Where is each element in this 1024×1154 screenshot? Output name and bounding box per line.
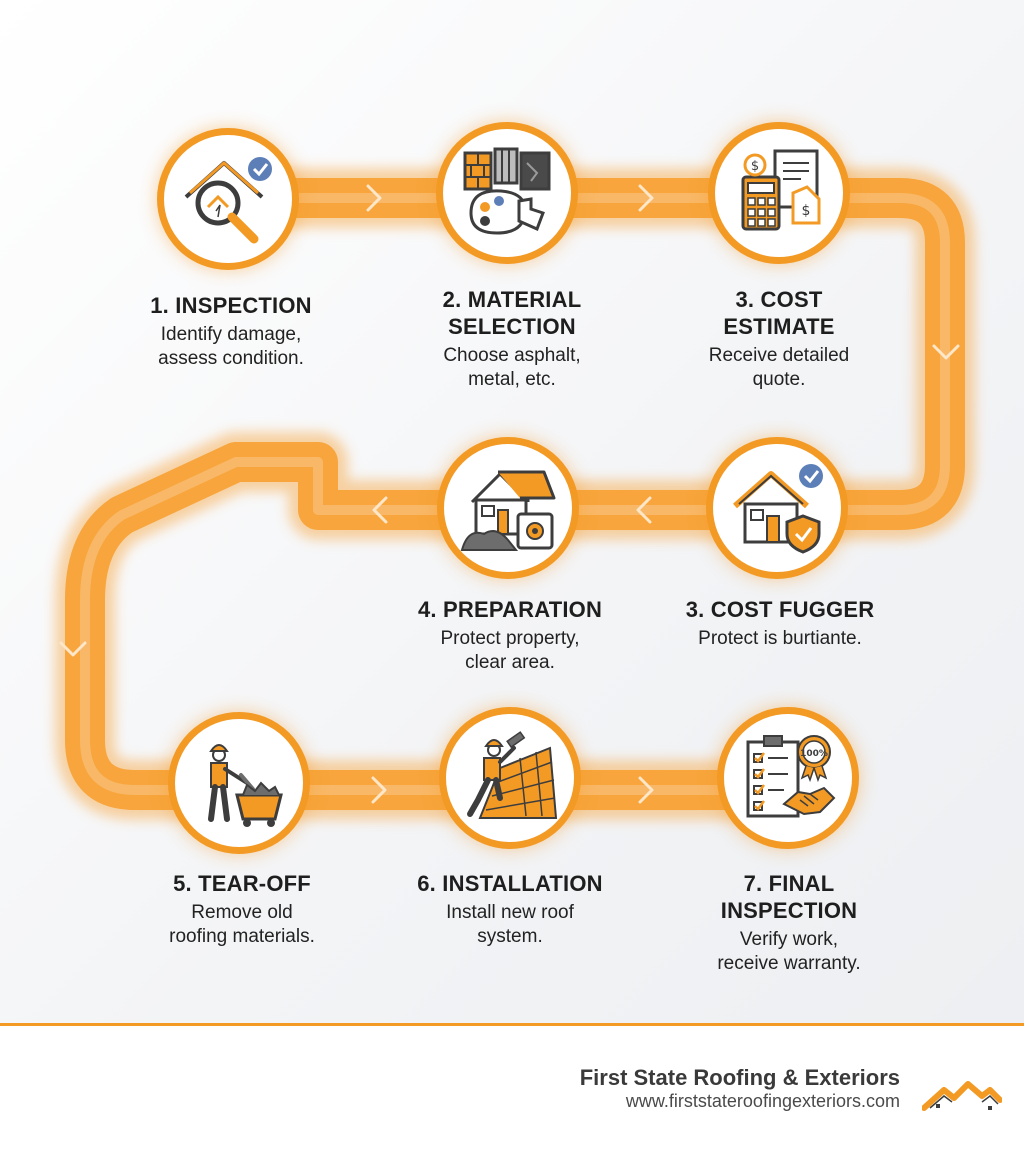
- step-cost-fugger-title: 3. COST FUGGER: [685, 597, 875, 622]
- house-shield-icon: [733, 464, 823, 554]
- chevron-right-icon: [371, 776, 387, 804]
- step-5-text: 5. TEAR-OFF Remove old roofing materials…: [127, 870, 357, 949]
- step-5-title: 5. TEAR-OFF: [173, 871, 311, 896]
- step-cost-fugger-circle: [706, 437, 848, 579]
- step-4-text: 4. PREPARATION Protect property, clear a…: [395, 596, 625, 675]
- step-cost-fugger-text: 3. COST FUGGER Protect is burtiante.: [665, 596, 895, 651]
- step-2-text: 2. MATERIAL SELECTION Choose asphalt, me…: [397, 286, 627, 392]
- roofer-hammer-icon: [467, 731, 558, 819]
- step-3-text: 3. COST ESTIMATE Receive detailed quote.: [664, 286, 894, 392]
- step-6-text: 6. INSTALLATION Install new roof system.: [395, 870, 625, 949]
- footer-divider: [0, 1023, 1024, 1026]
- step-1-description: Identify damage, assess condition.: [158, 324, 304, 369]
- step-4-circle: [437, 437, 579, 579]
- warranty-badge-text: 100%: [800, 749, 828, 759]
- step-2-description: Choose asphalt, metal, etc.: [443, 345, 581, 390]
- step-7-text: 7. FINAL INSPECTION Verify work, receive…: [674, 870, 904, 976]
- footer: First State Roofing & Exteriors www.firs…: [0, 1026, 1024, 1154]
- house-magnifier-icon: [184, 157, 272, 244]
- process-flow-path: [55, 168, 975, 820]
- step-7-title: 7. FINAL INSPECTION: [720, 871, 858, 923]
- step-7-description: Verify work, receive warranty.: [717, 929, 861, 974]
- step-3-circle: $ $: [708, 122, 850, 264]
- step-3-title: 3. COST ESTIMATE: [723, 287, 835, 339]
- chevron-right-icon: [638, 184, 654, 212]
- step-6-description: Install new roof system.: [446, 902, 574, 947]
- company-url[interactable]: www.firststateroofingexteriors.com: [625, 1091, 900, 1111]
- chevron-right-icon: [366, 184, 382, 212]
- checklist-handshake-icon: 100%: [746, 735, 836, 818]
- house-safe-icon: [460, 470, 556, 551]
- step-1-title: 1. INSPECTION: [150, 293, 312, 318]
- chevron-right-icon: [638, 776, 654, 804]
- step-4-description: Protect property, clear area.: [440, 628, 580, 673]
- calculator-quote-icon: $ $: [741, 149, 821, 231]
- chevron-left-icon: [636, 496, 652, 524]
- svg-text:$: $: [751, 159, 759, 174]
- step-1-text: 1. INSPECTION Identify damage, assess co…: [116, 292, 346, 371]
- step-7-circle: 100%: [717, 707, 859, 849]
- roof-logo-icon: [922, 1081, 1002, 1111]
- company-name: First State Roofing & Exteriors: [579, 1065, 900, 1090]
- svg-text:$: $: [802, 203, 811, 219]
- step-5-circle: [168, 712, 310, 854]
- worker-dumpster-icon: [208, 744, 283, 827]
- step-6-circle: [439, 707, 581, 849]
- step-2-circle: [436, 122, 578, 264]
- chevron-down-icon: [932, 344, 960, 360]
- step-6-title: 6. INSTALLATION: [417, 871, 603, 896]
- step-1-circle: [157, 128, 299, 270]
- step-3-description: Receive detailed quote.: [708, 345, 850, 390]
- chevron-down-icon: [59, 641, 87, 657]
- step-2-title: 2. MATERIAL SELECTION: [442, 287, 582, 339]
- step-cost-fugger-description: Protect is burtiante.: [698, 628, 862, 649]
- step-5-description: Remove old roofing materials.: [169, 902, 315, 947]
- material-palette-icon: [463, 147, 551, 235]
- step-4-title: 4. PREPARATION: [417, 597, 603, 622]
- chevron-left-icon: [372, 496, 388, 524]
